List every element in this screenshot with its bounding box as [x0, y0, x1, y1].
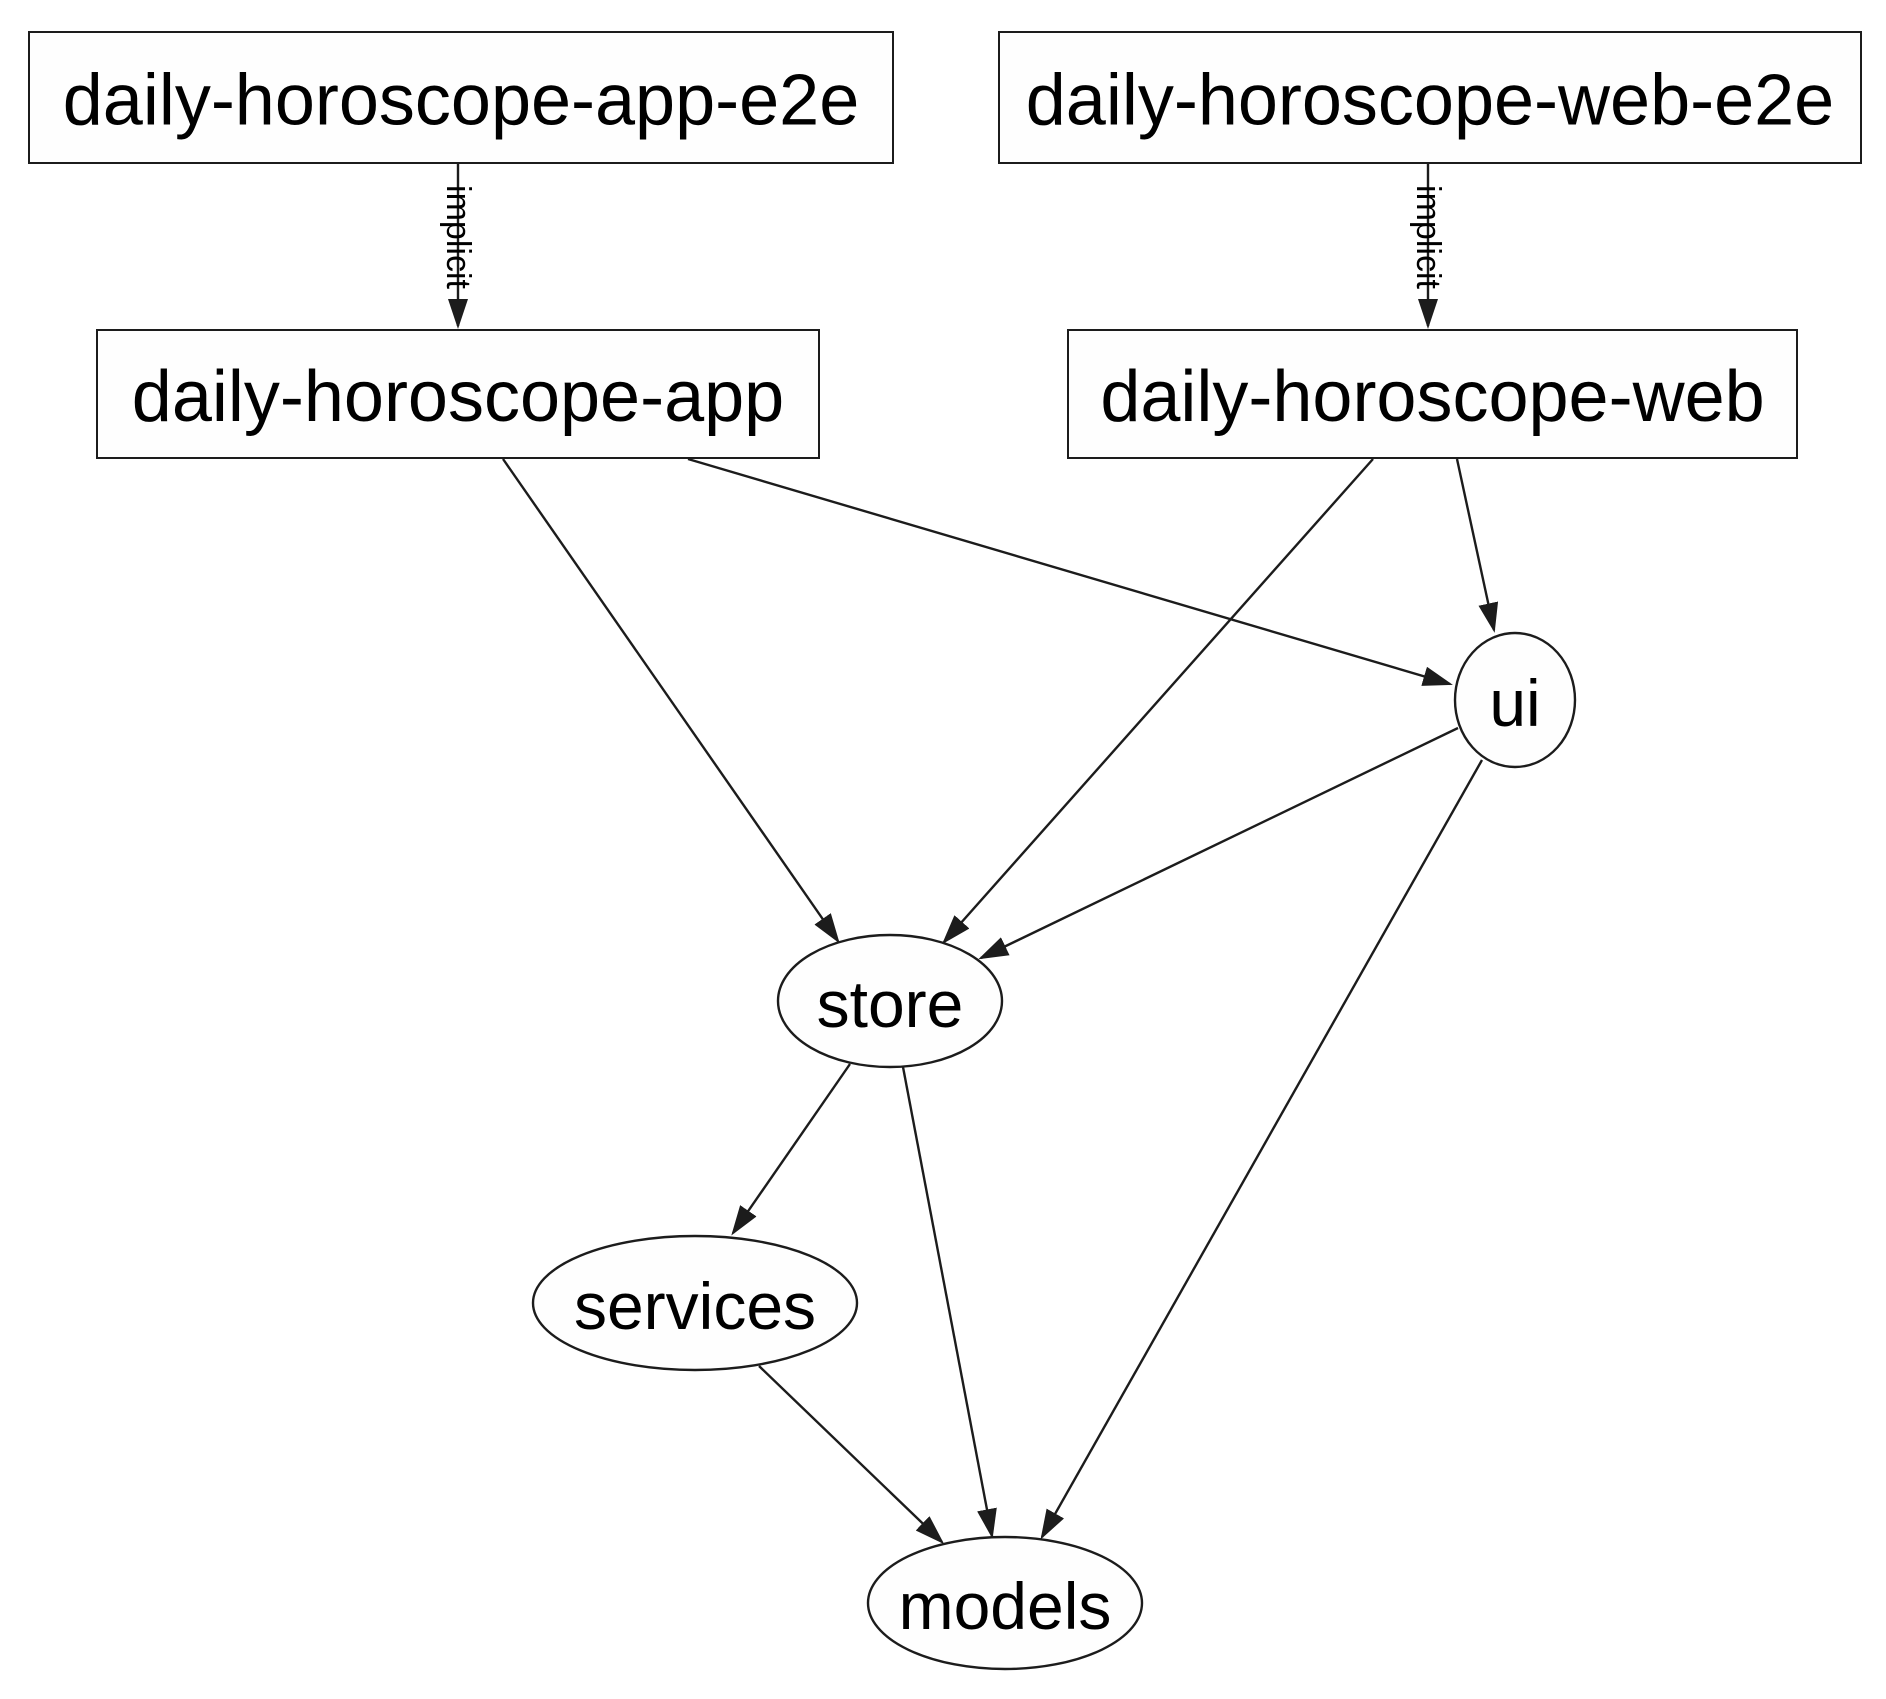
edge-line-daily-horoscope-web-to-store: [942, 458, 1374, 945]
edge-daily-horoscope-app-e2e-to-daily-horoscope-app: implicit: [439, 164, 477, 329]
node-daily-horoscope-web-e2e[interactable]: daily-horoscope-web-e2e: [998, 31, 1862, 164]
edge-line-daily-horoscope-app-to-ui: [687, 457, 1453, 686]
edge-ui-to-store: [978, 726, 1459, 960]
node-label-daily-horoscope-web: daily-horoscope-web: [1100, 357, 1764, 437]
node-shape-ui: [1453, 631, 1577, 769]
node-label-daily-horoscope-web-e2e: daily-horoscope-web-e2e: [1026, 61, 1834, 141]
edge-line-daily-horoscope-app-to-store: [502, 458, 840, 944]
edges-layer: implicit implicit: [439, 164, 1499, 1545]
node-shape-models: [866, 1535, 1144, 1671]
node-label-models: models: [899, 1569, 1112, 1643]
node-label-store: store: [817, 967, 964, 1041]
edge-line-services-to-models: [758, 1365, 945, 1545]
node-label-daily-horoscope-app-e2e: daily-horoscope-app-e2e: [63, 61, 860, 141]
node-shape-store: [776, 933, 1004, 1069]
edge-daily-horoscope-web-to-store: [942, 458, 1374, 945]
edge-label-daily-horoscope-web-e2e-to-daily-horoscope-web: implicit: [1409, 185, 1447, 289]
edge-daily-horoscope-web-e2e-to-daily-horoscope-web: implicit: [1409, 164, 1447, 329]
edge-ui-to-models: [1040, 759, 1484, 1540]
node-shape-services: [531, 1234, 859, 1372]
node-daily-horoscope-app-e2e[interactable]: daily-horoscope-app-e2e: [28, 31, 894, 164]
node-shape-daily-horoscope-web: [1067, 329, 1798, 459]
edge-line-store-to-models: [901, 1066, 997, 1539]
edge-daily-horoscope-app-to-store: [502, 458, 840, 944]
node-daily-horoscope-web[interactable]: daily-horoscope-web: [1067, 329, 1798, 459]
edge-line-ui-to-models: [1040, 759, 1484, 1540]
edge-daily-horoscope-app-to-ui: [687, 457, 1453, 686]
node-label-services: services: [574, 1269, 816, 1343]
edge-store-to-services: [731, 1063, 851, 1236]
edge-store-to-models: [901, 1066, 997, 1539]
edge-label-daily-horoscope-app-e2e-to-daily-horoscope-app: implicit: [439, 185, 477, 289]
edge-services-to-models: [758, 1365, 945, 1545]
node-shape-daily-horoscope-app: [96, 329, 820, 459]
edge-line-ui-to-store: [978, 726, 1459, 960]
edge-daily-horoscope-web-to-ui: [1455, 458, 1499, 633]
node-shape-daily-horoscope-app-e2e: [28, 31, 894, 164]
nodes-layer: daily-horoscope-app-e2e daily-horoscope-w…: [28, 31, 1862, 1671]
node-ui[interactable]: ui: [1453, 631, 1577, 769]
node-daily-horoscope-app[interactable]: daily-horoscope-app: [96, 329, 820, 459]
node-label-ui: ui: [1489, 666, 1540, 740]
node-store[interactable]: store: [776, 933, 1004, 1069]
node-label-daily-horoscope-app: daily-horoscope-app: [132, 357, 784, 437]
edge-line-store-to-services: [731, 1063, 851, 1236]
edge-line-daily-horoscope-web-to-ui: [1455, 458, 1499, 633]
node-services[interactable]: services: [531, 1234, 859, 1372]
node-shape-daily-horoscope-web-e2e: [998, 31, 1862, 164]
node-models[interactable]: models: [866, 1535, 1144, 1671]
